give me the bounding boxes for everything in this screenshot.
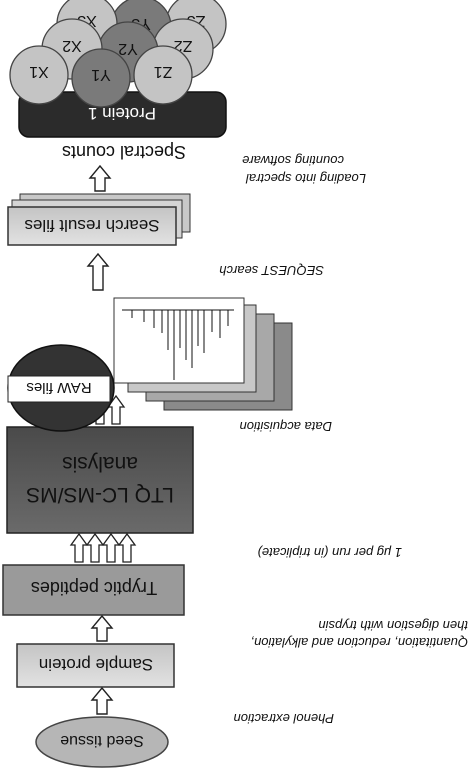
lcms-label-line1: LTQ LC-MS/MS xyxy=(26,483,174,506)
peptide-circle-z1: Z1 xyxy=(133,45,193,105)
lcms-analysis-box: LTQ LC-MS/MS analysis xyxy=(6,426,194,534)
raw-files-node: RAW files xyxy=(7,344,115,432)
tryptic-peptides-box: Tryptic peptides xyxy=(2,564,185,616)
seed-tissue-label: Seed tissue xyxy=(60,732,144,749)
arrow-seed-to-sample xyxy=(90,686,114,715)
annotation-loading-line1: Loading into spectral xyxy=(245,171,366,186)
arrow-raw-to-search xyxy=(86,252,110,291)
lcms-label-line2: analysis xyxy=(62,452,138,475)
spectral-counts-label: Spectral counts xyxy=(62,142,186,162)
arrows-tryptic-to-lcms xyxy=(69,532,137,563)
peptide-circle-y1: Y1 xyxy=(71,48,131,108)
spectrum-peaks xyxy=(122,309,234,380)
seed-tissue-node: Seed tissue xyxy=(35,716,169,768)
arrow-sample-to-tryptic xyxy=(90,614,114,642)
search-result-files-label: Search result files xyxy=(24,216,159,235)
sample-protein-label: Sample protein xyxy=(39,655,153,674)
annotation-sequest-search: SEQUEST search xyxy=(219,263,324,278)
annotation-quantitation-line2: then digestion with trypsin xyxy=(318,618,468,633)
peptide-circle-x1: X1 xyxy=(9,45,69,105)
peptide-x2-label: X2 xyxy=(62,37,82,54)
arrow-search-to-counts xyxy=(88,164,112,192)
annotation-quantitation-line1: Quantitation, reduction and alkylation, xyxy=(250,635,468,650)
annotation-phenol-extraction: Phenol extraction xyxy=(234,711,334,726)
protein-label: Protein 1 xyxy=(88,104,156,123)
annotation-per-run: 1 μg per run (in triplicate) xyxy=(258,545,402,560)
raw-files-label: RAW files xyxy=(26,379,91,396)
peptide-z1-label: Z1 xyxy=(154,63,173,80)
search-result-files-stack: Search result files xyxy=(7,193,191,246)
peptide-y1-label: Y1 xyxy=(91,66,111,83)
tryptic-peptides-label: Tryptic peptides xyxy=(31,578,157,598)
sample-protein-box: Sample protein xyxy=(16,643,175,688)
spectrum-stack xyxy=(113,297,293,411)
peptide-x1-label: X1 xyxy=(29,63,49,80)
protein-bar: Protein 1 xyxy=(18,91,227,138)
annotation-data-acquisition: Data acquisition xyxy=(240,419,333,434)
peptide-y2-label: Y2 xyxy=(118,40,138,57)
annotation-loading-line2: counting software xyxy=(242,153,344,168)
